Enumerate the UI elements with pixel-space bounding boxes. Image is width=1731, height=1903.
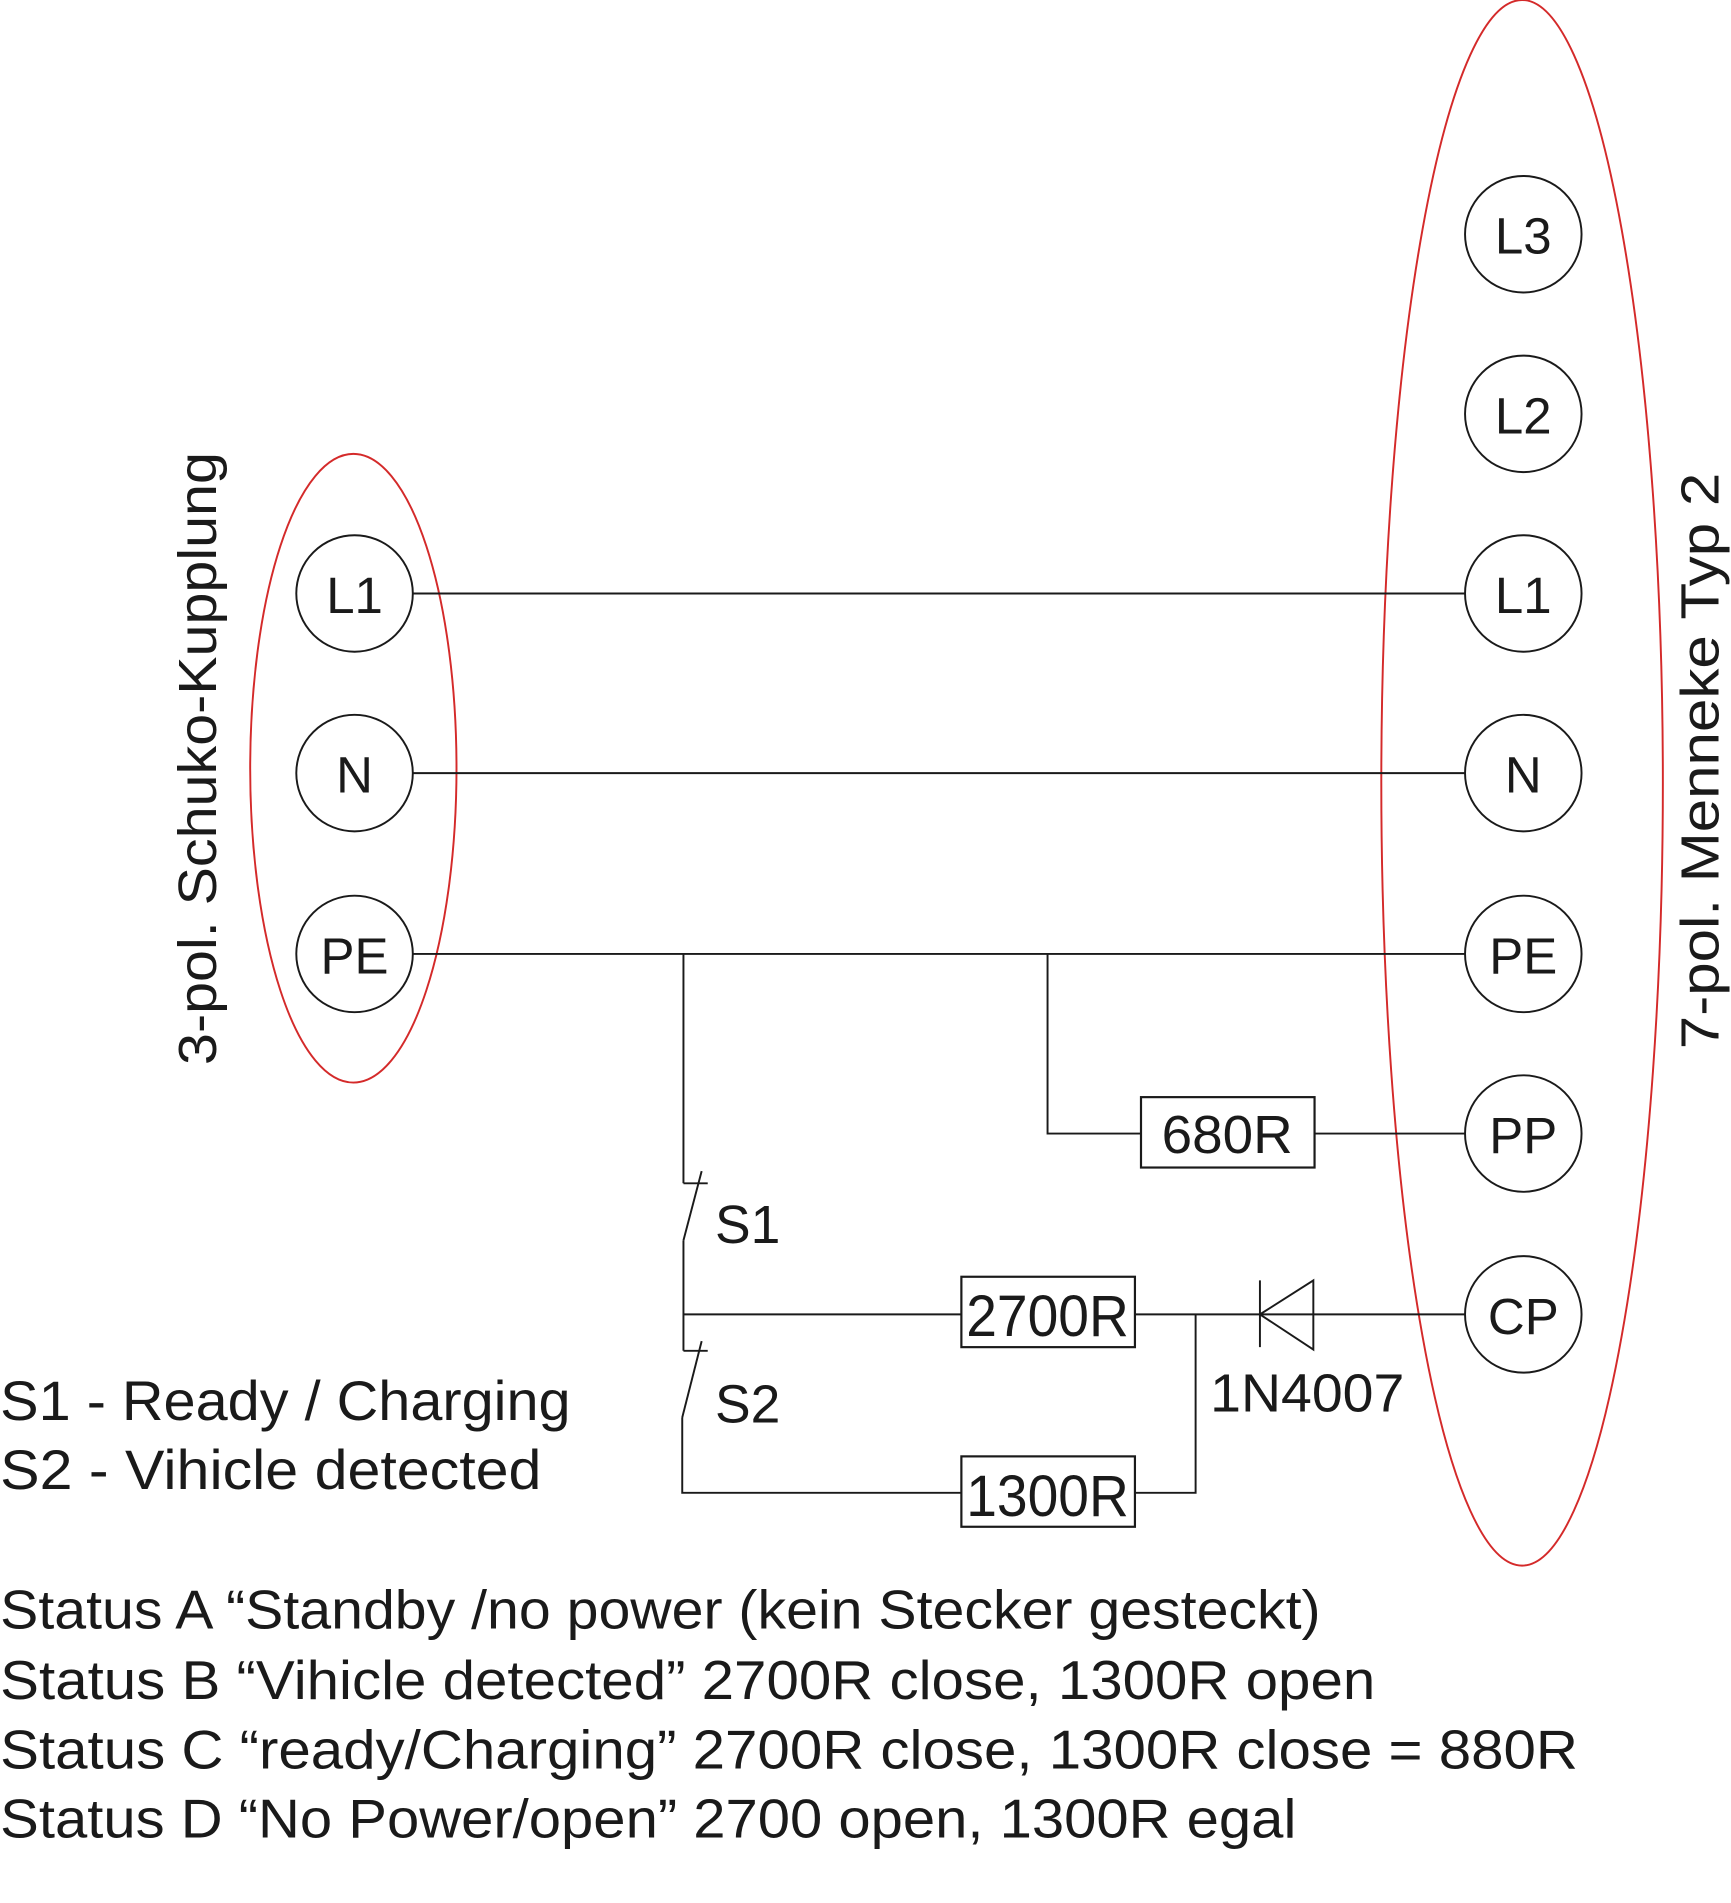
svg-text:L3: L3	[1495, 208, 1552, 265]
status-c: Status C “ready/Charging” 2700R close, 1…	[0, 1719, 1578, 1780]
right-pin-pp: PP	[1464, 1074, 1583, 1193]
diode-label: 1N4007	[1210, 1364, 1404, 1423]
right-pin-n: N	[1464, 713, 1583, 833]
right-pin-l2: L2	[1464, 354, 1583, 474]
left-pin-pe: PE	[295, 894, 414, 1014]
switch-s1-label: S1	[715, 1196, 780, 1255]
wire-s2-to-1300r	[681, 1417, 962, 1494]
right-pin-cp: CP	[1464, 1255, 1583, 1374]
svg-text:1300R: 1300R	[966, 1464, 1129, 1529]
wires	[412, 592, 1466, 1494]
left-pin-n: N	[295, 713, 414, 833]
svg-text:PP: PP	[1489, 1107, 1557, 1164]
svg-text:N: N	[1505, 747, 1542, 804]
svg-text:2700R: 2700R	[966, 1284, 1129, 1349]
wire-1300r-up	[1134, 1314, 1197, 1494]
svg-text:PE: PE	[321, 927, 389, 984]
left-pin-l1: L1	[295, 534, 414, 653]
diode-symbol	[1258, 1278, 1315, 1352]
resistor-680r: 680R	[1139, 1096, 1316, 1169]
svg-text:680R: 680R	[1162, 1106, 1293, 1165]
legend-s1: S1 - Ready / Charging	[0, 1369, 570, 1432]
left-connector-title: 3-pol. Schuko-Kupplung	[169, 452, 228, 1065]
svg-text:L1: L1	[1495, 567, 1552, 624]
switch-s2-label: S2	[715, 1375, 780, 1434]
status-a: Status A “Standby /no power (kein Stecke…	[0, 1580, 1320, 1641]
status-b: Status B “Vihicle detected” 2700R close,…	[0, 1650, 1375, 1711]
left-connector-outline	[249, 452, 458, 1084]
resistor-1300r: 1300R	[960, 1455, 1137, 1529]
svg-text:PE: PE	[1489, 927, 1557, 984]
wire-pe-to-680r	[1046, 953, 1141, 1135]
svg-text:CP: CP	[1488, 1288, 1559, 1345]
switch-s2	[681, 1340, 703, 1418]
right-pin-pe: PE	[1464, 894, 1583, 1014]
svg-text:N: N	[336, 747, 373, 804]
resistor-2700r: 2700R	[960, 1275, 1137, 1349]
legend-s2: S2 - Vihicle detected	[0, 1438, 541, 1501]
switch-s1	[682, 1170, 703, 1241]
right-connector-outline	[1380, 0, 1664, 1567]
status-d: Status D “No Power/open” 2700 open, 1300…	[0, 1788, 1296, 1849]
right-pin-l3: L3	[1464, 175, 1583, 294]
svg-text:L1: L1	[326, 567, 383, 624]
right-connector-title: 7-pol. Menneke Typ 2	[1672, 473, 1731, 1049]
right-pin-l1: L1	[1464, 534, 1583, 653]
svg-text:L2: L2	[1495, 387, 1552, 444]
